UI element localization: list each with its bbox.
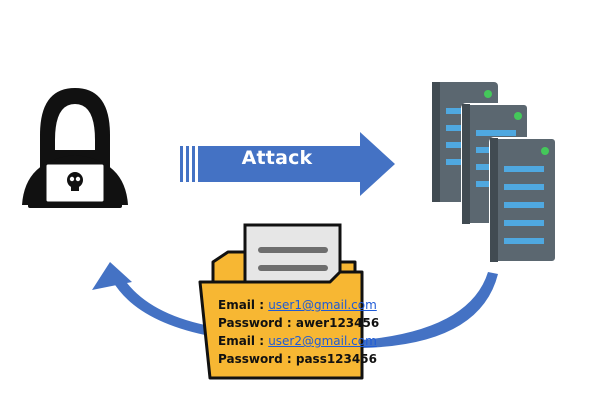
credential-line: Password : pass123456 bbox=[218, 352, 377, 366]
credential-line: Password : awer123456 bbox=[218, 316, 379, 330]
credential-key: Password : bbox=[218, 316, 296, 330]
folder-icon bbox=[198, 223, 364, 380]
credential-line: Email : user1@gmail.com bbox=[218, 298, 377, 312]
attack-label: Attack bbox=[241, 147, 313, 169]
hacker-icon bbox=[22, 88, 128, 208]
credential-value: awer123456 bbox=[295, 316, 380, 330]
credential-value: pass123456 bbox=[295, 352, 377, 366]
credential-email-link[interactable]: user1@gmail.com bbox=[268, 298, 377, 312]
server-stack-icon bbox=[432, 82, 557, 263]
return-arrow-icon bbox=[92, 262, 498, 348]
credential-key: Email : bbox=[218, 334, 269, 348]
credential-email-link[interactable]: user2@gmail.com bbox=[268, 334, 377, 348]
server-unit bbox=[489, 137, 557, 263]
attack-arrow-icon bbox=[180, 132, 395, 196]
credential-line: Email : user2@gmail.com bbox=[218, 334, 377, 348]
skull-icon bbox=[67, 172, 83, 191]
credential-key: Password : bbox=[218, 352, 296, 366]
credential-key: Email : bbox=[218, 298, 269, 312]
